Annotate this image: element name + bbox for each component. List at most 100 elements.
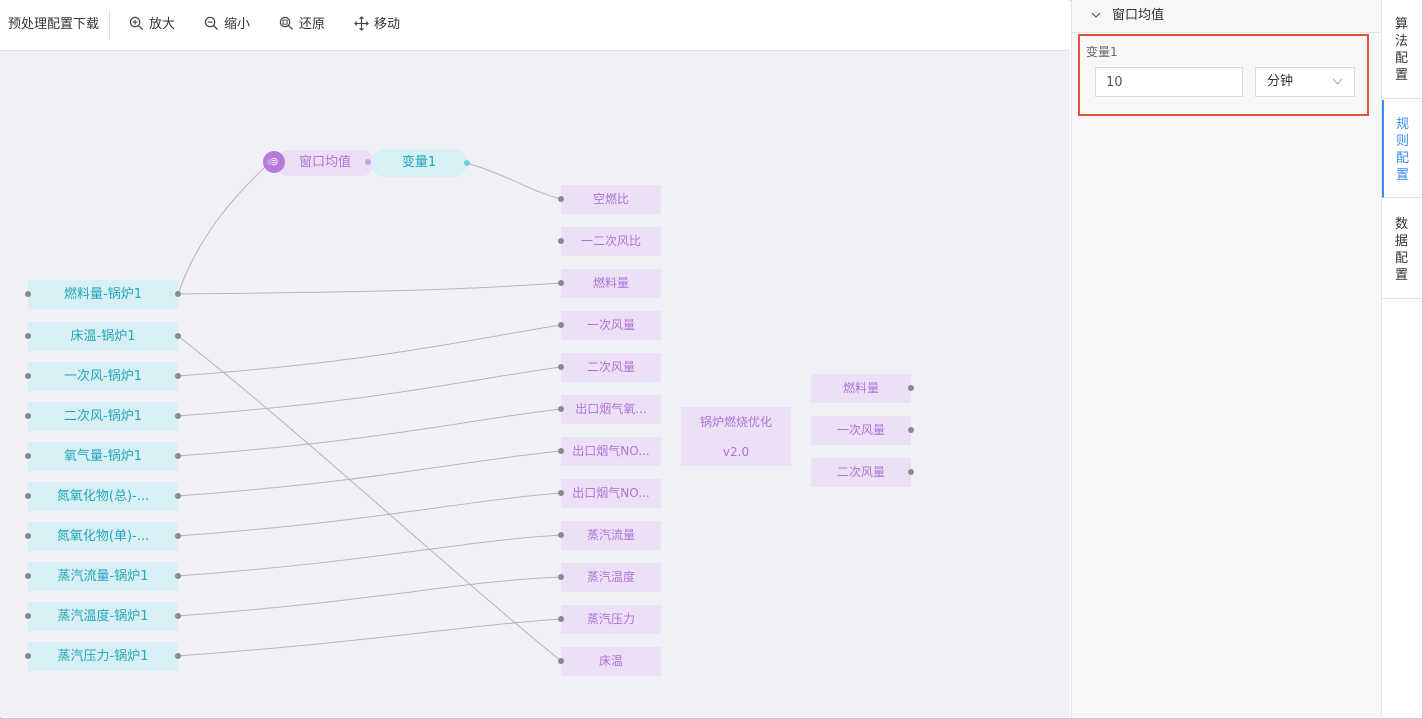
move-icon bbox=[354, 15, 369, 31]
flow-canvas[interactable]: ⊜ 窗口均值 变量1 燃料量-锅炉1 床温-锅炉1 一次风-锅炉1 二次风-锅炉1 氧气… bbox=[0, 51, 1070, 717]
source-out-port[interactable] bbox=[175, 453, 181, 459]
output-node[interactable]: 二次风量 bbox=[811, 458, 911, 487]
source-node[interactable]: 二次风-锅炉1 bbox=[28, 402, 178, 431]
target-in-port[interactable] bbox=[558, 196, 564, 202]
window-value-input[interactable] bbox=[1095, 67, 1243, 97]
target-field-node[interactable]: 一次风量 bbox=[561, 311, 661, 340]
source-in-port[interactable] bbox=[25, 653, 31, 659]
source-out-port[interactable] bbox=[175, 333, 181, 339]
time-unit-select[interactable]: 分钟 bbox=[1255, 67, 1355, 97]
toolbar: 预处理配置下载 放大 缩小 还原 移动 bbox=[0, 0, 1070, 51]
target-in-port[interactable] bbox=[558, 406, 564, 412]
source-out-port[interactable] bbox=[175, 291, 181, 297]
source-node[interactable]: 氮氧化物(总)-... bbox=[28, 482, 178, 511]
panel-section-header[interactable]: 窗口均值 bbox=[1072, 0, 1381, 33]
source-node[interactable]: 蒸汽温度-锅炉1 bbox=[28, 602, 178, 631]
window-out-port[interactable] bbox=[365, 159, 371, 165]
source-in-port[interactable] bbox=[25, 333, 31, 339]
source-node[interactable]: 氧气量-锅炉1 bbox=[28, 442, 178, 471]
window-function-icon: ⊜ bbox=[263, 151, 285, 173]
source-in-port[interactable] bbox=[25, 413, 31, 419]
source-in-port[interactable] bbox=[25, 573, 31, 579]
window-in-port[interactable] bbox=[267, 159, 273, 165]
target-field-node[interactable]: 燃料量 bbox=[561, 269, 661, 298]
algorithm-version: v2.0 bbox=[722, 445, 750, 459]
edge-bed-to-bed bbox=[177, 335, 562, 662]
target-field-node[interactable]: 二次风量 bbox=[561, 353, 661, 382]
vertical-tabs: 算法配置 规则配置 数据配置 bbox=[1381, 0, 1422, 717]
chevron-down-icon bbox=[1091, 12, 1101, 18]
target-field-node[interactable]: 出口烟气NO... bbox=[561, 437, 661, 466]
algorithm-name: 锅炉燃烧优化 bbox=[699, 415, 772, 429]
move-button[interactable]: 移动 bbox=[354, 0, 400, 50]
source-in-port[interactable] bbox=[25, 533, 31, 539]
target-in-port[interactable] bbox=[558, 280, 564, 286]
source-out-port[interactable] bbox=[175, 373, 181, 379]
zoom-in-button[interactable]: 放大 bbox=[129, 0, 175, 50]
zoom-out-icon bbox=[204, 16, 219, 30]
target-field-node[interactable]: 空燃比 bbox=[561, 185, 661, 214]
source-out-port[interactable] bbox=[175, 613, 181, 619]
target-in-port[interactable] bbox=[558, 238, 564, 244]
source-node[interactable]: 蒸汽压力-锅炉1 bbox=[28, 642, 178, 671]
target-in-port[interactable] bbox=[558, 448, 564, 454]
target-field-node[interactable]: 蒸汽流量 bbox=[561, 521, 661, 550]
tab-rule-config[interactable]: 规则配置 bbox=[1382, 100, 1422, 198]
target-field-node[interactable]: 一二次风比 bbox=[561, 227, 661, 256]
output-node[interactable]: 一次风量 bbox=[811, 416, 911, 445]
target-field-node[interactable]: 蒸汽温度 bbox=[561, 563, 661, 592]
source-node[interactable]: 床温-锅炉1 bbox=[28, 322, 178, 351]
tab-algorithm-config[interactable]: 算法配置 bbox=[1382, 0, 1422, 99]
source-in-port[interactable] bbox=[25, 453, 31, 459]
source-node[interactable]: 蒸汽流量-锅炉1 bbox=[28, 562, 178, 591]
download-config-button[interactable]: 预处理配置下载 bbox=[8, 17, 100, 32]
target-in-port[interactable] bbox=[558, 322, 564, 328]
source-node[interactable]: 一次风-锅炉1 bbox=[28, 362, 178, 391]
source-node[interactable]: 氮氧化物(单)-... bbox=[28, 522, 178, 551]
source-out-port[interactable] bbox=[175, 413, 181, 419]
restore-icon bbox=[279, 16, 294, 30]
source-in-port[interactable] bbox=[25, 493, 31, 499]
target-in-port[interactable] bbox=[558, 574, 564, 580]
target-in-port[interactable] bbox=[558, 364, 564, 370]
zoom-out-label: 缩小 bbox=[224, 17, 251, 32]
target-field-node[interactable]: 蒸汽压力 bbox=[561, 605, 661, 634]
variable-node[interactable]: 变量1 bbox=[371, 149, 467, 177]
output-out-port[interactable] bbox=[908, 469, 914, 475]
target-field-node[interactable]: 床温 bbox=[561, 647, 661, 676]
target-field-node[interactable]: 出口烟气氧... bbox=[561, 395, 661, 424]
source-in-port[interactable] bbox=[25, 373, 31, 379]
restore-button[interactable]: 还原 bbox=[279, 0, 325, 50]
target-in-port[interactable] bbox=[558, 616, 564, 622]
source-out-port[interactable] bbox=[175, 493, 181, 499]
toolbar-divider bbox=[109, 10, 110, 40]
target-in-port[interactable] bbox=[558, 532, 564, 538]
source-in-port[interactable] bbox=[25, 291, 31, 297]
target-field-node[interactable]: 出口烟气NO... bbox=[561, 479, 661, 508]
zoom-in-label: 放大 bbox=[149, 17, 176, 32]
source-out-port[interactable] bbox=[175, 533, 181, 539]
move-label: 移动 bbox=[374, 17, 401, 32]
algorithm-node[interactable]: 锅炉燃烧优化 v2.0 bbox=[681, 407, 791, 466]
edge-primary bbox=[177, 324, 562, 377]
output-out-port[interactable] bbox=[908, 385, 914, 391]
window-mean-node[interactable]: ⊜ 窗口均值 bbox=[263, 150, 375, 176]
edge-nox-total bbox=[177, 450, 562, 497]
output-node[interactable]: 燃料量 bbox=[811, 374, 911, 403]
edge-secondary bbox=[177, 366, 562, 417]
source-out-port[interactable] bbox=[175, 653, 181, 659]
zoom-out-button[interactable]: 缩小 bbox=[204, 0, 250, 50]
source-node[interactable]: 燃料量-锅炉1 bbox=[28, 280, 178, 309]
window-mean-label: 窗口均值 bbox=[299, 155, 352, 170]
target-in-port[interactable] bbox=[558, 658, 564, 664]
zoom-in-icon bbox=[129, 16, 144, 30]
restore-label: 还原 bbox=[299, 17, 326, 32]
tab-label: 规则配置 bbox=[1396, 117, 1410, 183]
tab-data-config[interactable]: 数据配置 bbox=[1382, 200, 1422, 299]
source-in-port[interactable] bbox=[25, 613, 31, 619]
variable-out-port[interactable] bbox=[464, 160, 470, 166]
target-in-port[interactable] bbox=[558, 490, 564, 496]
source-out-port[interactable] bbox=[175, 573, 181, 579]
output-out-port[interactable] bbox=[908, 427, 914, 433]
edge-nox-single bbox=[177, 492, 562, 537]
